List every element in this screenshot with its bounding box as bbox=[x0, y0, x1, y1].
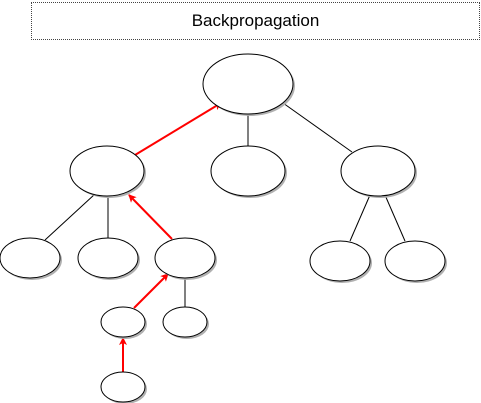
tree-node-b bbox=[210, 145, 287, 198]
tree-node-c1 bbox=[309, 240, 372, 283]
tree-node-ellipse bbox=[162, 306, 208, 338]
tree-node-c bbox=[340, 145, 417, 198]
diagram-title: Backpropagation bbox=[31, 2, 480, 40]
node-layer bbox=[0, 53, 447, 403]
tree-node-c2 bbox=[384, 240, 447, 283]
tree-node-ellipse bbox=[0, 237, 61, 279]
tree-node-ellipse bbox=[309, 240, 371, 282]
tree-node-a3x bbox=[100, 306, 147, 339]
tree-node-ellipse bbox=[154, 237, 216, 279]
tree-node-root bbox=[202, 53, 295, 116]
tree-node-ellipse bbox=[210, 145, 286, 197]
tree-node-ellipse bbox=[384, 240, 446, 282]
tree-node-a1 bbox=[0, 237, 62, 280]
backprop-arrow-a-root bbox=[134, 102, 222, 156]
tree-node-a3y bbox=[162, 306, 209, 339]
tree-edge-root-c bbox=[282, 102, 353, 153]
backprop-arrow-a3-a bbox=[128, 194, 173, 240]
tree-node-a3 bbox=[154, 237, 217, 280]
tree-node-ellipse bbox=[69, 145, 145, 197]
tree-edge-c-c1 bbox=[349, 194, 371, 242]
tree-node-a bbox=[69, 145, 146, 198]
tree-edge-a-a1 bbox=[44, 193, 96, 241]
tree-node-a2 bbox=[77, 237, 140, 280]
edge-layer bbox=[44, 102, 406, 372]
tree-node-ellipse bbox=[100, 306, 146, 338]
tree-node-ellipse bbox=[202, 53, 294, 115]
tree-node-ellipse bbox=[77, 237, 139, 279]
backprop-arrow-a3x-a3 bbox=[133, 273, 169, 309]
tree-edge-c-c2 bbox=[384, 194, 406, 242]
tree-node-ellipse bbox=[340, 145, 416, 197]
tree-node-leaf bbox=[100, 371, 147, 403]
tree-node-ellipse bbox=[100, 371, 146, 403]
